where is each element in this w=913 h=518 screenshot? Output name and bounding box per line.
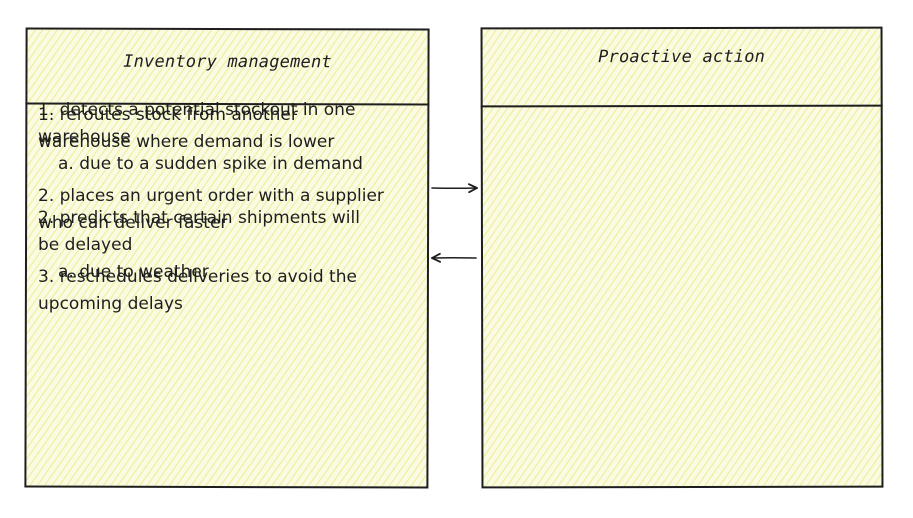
list-gap <box>38 237 388 264</box>
action-item-3: 3. reschedules deliveries to avoid the u… <box>38 267 357 314</box>
proactive-action-panel: Proactive action <box>480 26 884 489</box>
list-gap <box>38 156 388 183</box>
inventory-panel-title: Inventory management <box>123 51 332 73</box>
inventory-item-1: 1. detects a potential stockout in one w… <box>38 100 356 147</box>
action-item-1: 1. reroutes stock from another warehouse… <box>38 105 335 152</box>
inventory-item-1-sub: a. due to a sudden spike in demand <box>58 154 363 174</box>
action-item-2: 2. places an urgent order with a supplie… <box>38 186 384 233</box>
inventory-panel-list: 1. detects a potential stockout in one w… <box>38 97 378 286</box>
action-panel-list: 1. reroutes stock from another warehouse… <box>38 102 388 318</box>
inventory-item-2: 2. predicts that certain shipments will … <box>38 208 360 255</box>
inventory-item-2-sub: a. due to weather <box>58 262 209 282</box>
action-panel-divider <box>480 104 883 108</box>
action-panel-title: Proactive action <box>598 46 766 68</box>
